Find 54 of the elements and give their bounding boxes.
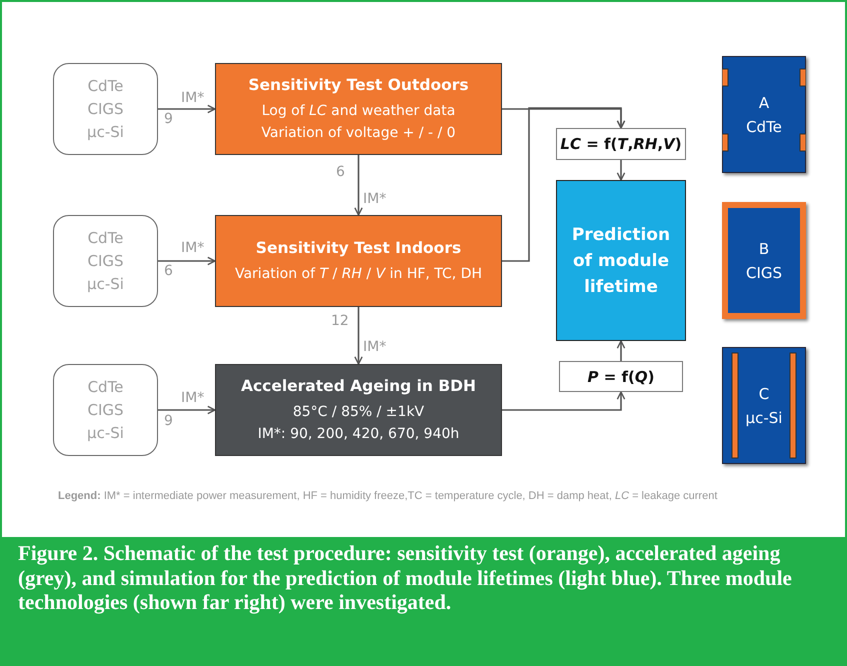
count-label: 9 (164, 111, 173, 127)
count-label: 9 (164, 413, 173, 429)
arrow (354, 155, 363, 216)
sample-box (53, 63, 158, 155)
box-text: μc-Si (87, 274, 124, 294)
module-letter: C (758, 384, 770, 404)
box-text: CdTe (88, 76, 124, 96)
module-drawing (722, 202, 806, 319)
figure-caption: Figure 2. Schematic of the test procedure: sensitivity test (orange), accelerated ageing (grey), and simulation for the prediction of module lifetimes (light blue). Three module technologies (shown far right) were investigated. (0, 537, 847, 666)
box-text: P = f(Q) (587, 368, 655, 386)
arrow (502, 107, 626, 262)
module-label: μc-Si (746, 408, 782, 428)
box-text: CIGS (87, 98, 124, 120)
sample-box (53, 364, 158, 456)
box-text: CIGS (87, 250, 124, 272)
box-heading: Accelerated Ageing in BDH (240, 376, 476, 397)
module-label: CIGS (746, 262, 782, 284)
box-text: LC = f(T,RH,V) (560, 135, 682, 153)
arrow (158, 406, 216, 414)
module-label: CdTe (746, 116, 782, 138)
box-text: CdTe (88, 228, 124, 248)
box-text: 85°C / 85% / ±1kV (292, 403, 424, 422)
arrow (616, 160, 626, 181)
box-text: Variation of voltage + / - / 0 (261, 124, 456, 143)
process-box (215, 63, 502, 155)
prediction-box (556, 180, 686, 341)
formula-box (559, 361, 683, 392)
arrow (158, 104, 216, 114)
module-drawing (722, 347, 806, 464)
box-heading: Sensitivity Test Outdoors (248, 75, 469, 96)
arrow (158, 256, 216, 266)
box-text: μc-Si (87, 122, 124, 142)
box-text: CIGS (87, 400, 124, 420)
count-label: 12 (331, 313, 349, 329)
box-text: IM*: 90, 200, 420, 670, 940h (258, 425, 460, 444)
box-text: CdTe (88, 376, 124, 398)
arrow (616, 340, 626, 361)
box-heading: Sensitivity Test Indoors (256, 238, 462, 259)
sample-box (53, 215, 158, 307)
box-text: Prediction of module lifetime (570, 224, 672, 298)
box-text: Variation of T / RH / V in HF, TC, DH (234, 265, 482, 284)
count-label: 6 (164, 263, 173, 279)
count-label: 6 (336, 164, 345, 180)
box-text: Log of LC and weather data (262, 102, 456, 121)
module-letter: B (758, 238, 770, 260)
arrow (502, 391, 626, 411)
process-box (215, 215, 502, 307)
module-letter: A (758, 92, 770, 114)
arrow (354, 307, 363, 365)
module-drawing (722, 56, 806, 173)
formula-box (556, 128, 686, 160)
legend-note: Legend: IM* = intermediate power measurement, HF = humidity freeze,TC = temperature cycle, DH = damp heat, LC = leakage current (58, 490, 718, 502)
process-box (215, 364, 502, 456)
box-text: μc-Si (87, 422, 124, 444)
